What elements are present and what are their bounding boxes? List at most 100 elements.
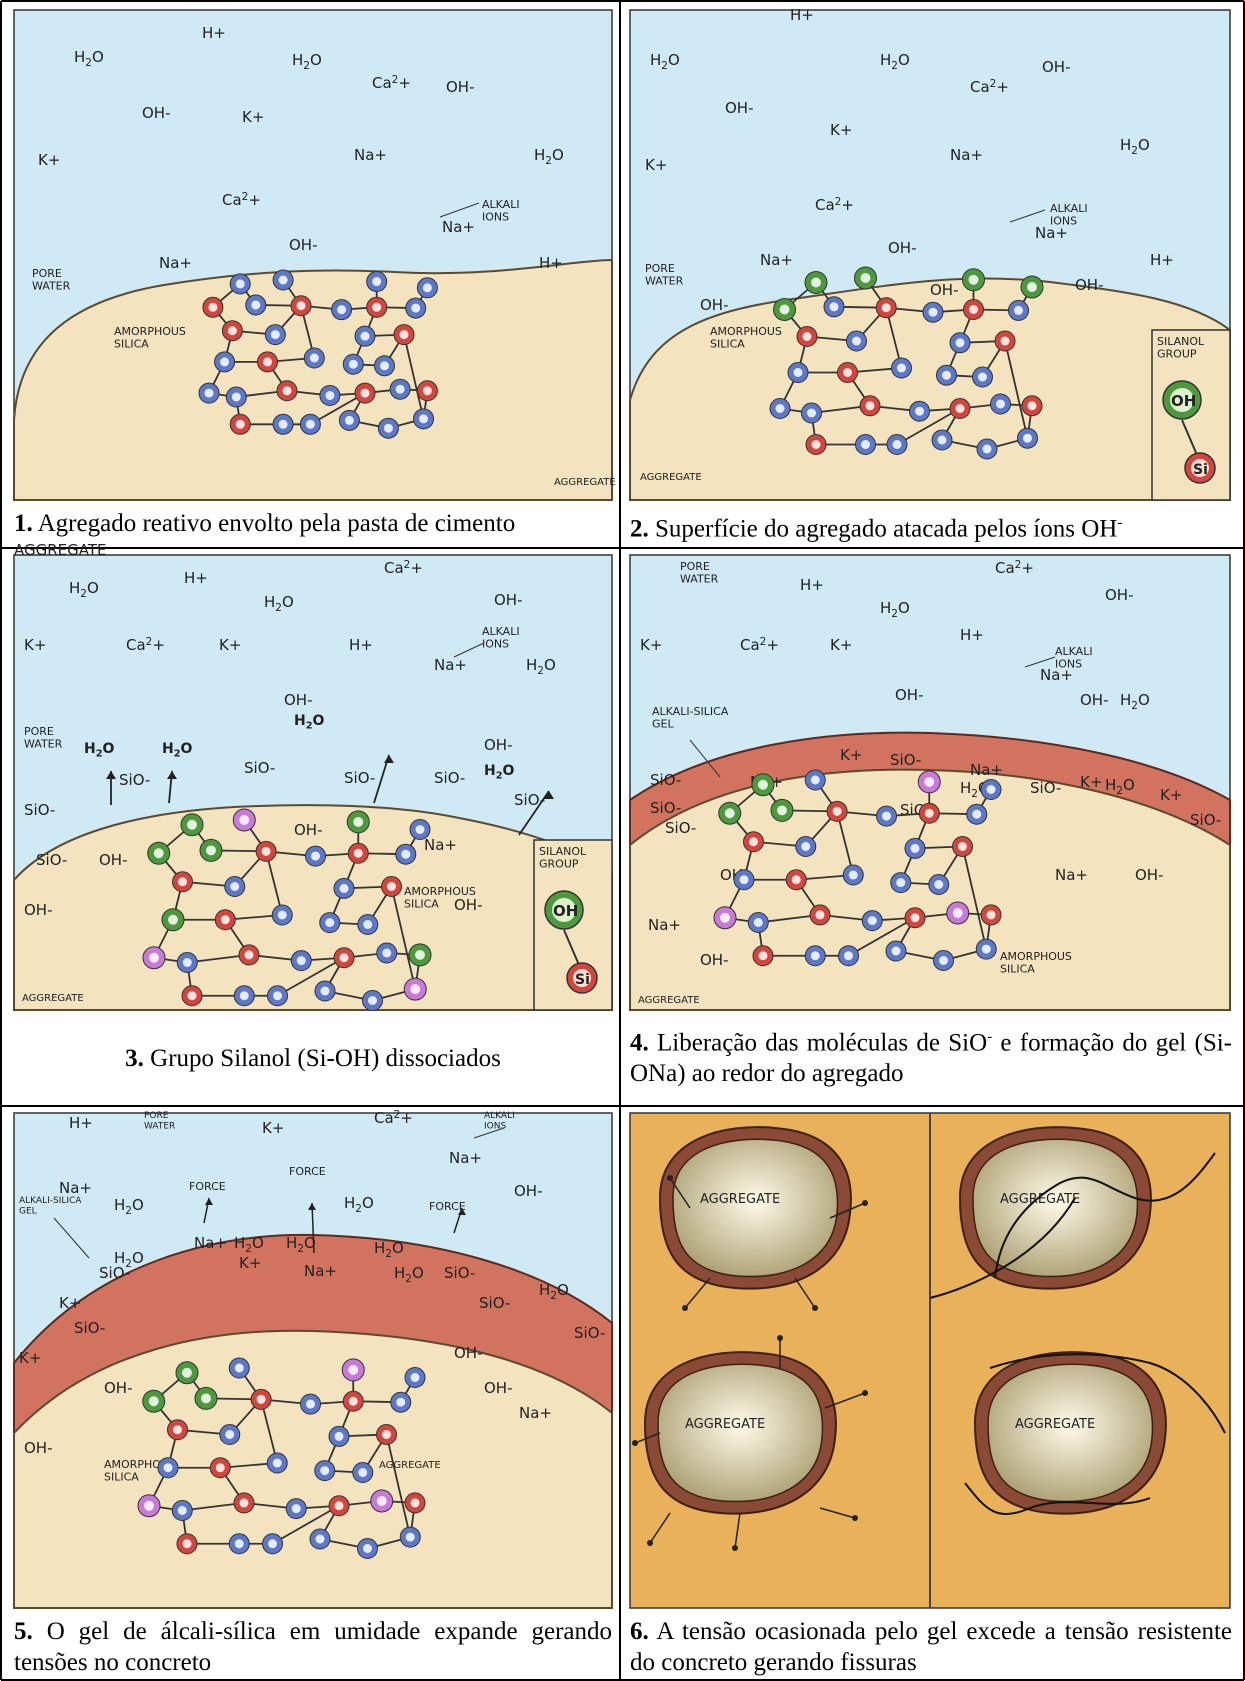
hydroxyl-group [200, 839, 222, 861]
hydroxyl-group [347, 811, 369, 833]
sodium-ion [404, 978, 426, 1000]
silicon-atom [744, 832, 764, 852]
ion-label: H+ [1150, 251, 1174, 269]
sodium-ion [918, 771, 940, 793]
ion-label: K+ [59, 1294, 81, 1312]
arrow-head [732, 1545, 738, 1551]
silicon-atom [797, 327, 817, 347]
ion-label: H+ [184, 569, 208, 587]
oxygen-atom [215, 352, 235, 372]
caption-text: O gel de álcali-sílica em umidade expand… [14, 1618, 612, 1676]
silicon-atom [405, 1493, 425, 1513]
ion-label: AGGREGATE [14, 541, 107, 559]
caption-number: 1. [14, 510, 33, 537]
silicon-atom [251, 1389, 271, 1409]
silicon-atom [355, 383, 375, 403]
oxygen-atom [967, 804, 987, 824]
ion-label: K+ [242, 108, 264, 126]
ion-label: H+ [539, 254, 563, 272]
oxygen-atom [291, 951, 311, 971]
oxygen-atom [417, 278, 437, 298]
silicon-atom [964, 300, 984, 320]
oxygen-atom [934, 951, 954, 971]
hydroxyl-group [195, 1387, 217, 1409]
oxygen-atom [905, 838, 925, 858]
oxygen-atom [1009, 300, 1029, 320]
ion-label: K+ [239, 1254, 261, 1272]
arrow-head [812, 1305, 818, 1311]
aggregate-core [658, 1364, 822, 1501]
ion-label: K+ [830, 121, 852, 139]
ion-label: Na+ [354, 146, 387, 164]
oxygen-atom [910, 401, 930, 421]
oxygen-atom [405, 1368, 425, 1388]
oxygen-atom [937, 365, 957, 385]
ion-label: Na+ [970, 761, 1003, 779]
hydroxyl-group [855, 267, 877, 289]
silicon-atom [329, 1496, 349, 1516]
oxygen-atom [805, 770, 825, 790]
ion-label: Na+ [950, 146, 983, 164]
ion-label: OH- [484, 736, 513, 754]
ion-label: K+ [38, 151, 60, 169]
oxygen-atom [273, 414, 293, 434]
oxygen-atom [410, 820, 430, 840]
oxygen-atom [770, 399, 790, 419]
silicon-atom [291, 296, 311, 316]
panel-4: POREWATERH+H2OCa2+OH-K+Ca2+K+H+ALKALIION… [630, 555, 1230, 1010]
oxygen-atom [229, 1534, 249, 1554]
oxygen-atom [748, 913, 768, 933]
hydroxyl-group [1021, 276, 1043, 298]
ion-label: OH- [446, 78, 475, 96]
caption-number: 4. [630, 1029, 649, 1056]
oxygen-atom [976, 939, 996, 959]
oxygen-atom [367, 272, 387, 292]
ion-label: OH- [930, 281, 959, 299]
aggregate-particle: AGGREGATE [960, 1127, 1151, 1289]
silicon-atom [256, 841, 276, 861]
oxygen-atom [406, 298, 426, 318]
ion-label: K+ [1080, 773, 1102, 791]
oxygen-atom [177, 953, 197, 973]
oxygen-atom [246, 295, 266, 315]
arrow-head [862, 1200, 868, 1206]
ion-label: SiO- [434, 769, 465, 787]
ion-label: SiO- [244, 759, 275, 777]
caption-1: 1. Agregado reativo envolto pela pasta d… [14, 508, 612, 539]
silicon-atom [215, 910, 235, 930]
caption-number: 6. [630, 1618, 649, 1645]
ion-label: Ca2+ [970, 78, 1009, 96]
oxygen-atom [225, 877, 245, 897]
hydroxyl-group [162, 909, 184, 931]
oxygen-atom [300, 414, 320, 434]
oxygen-atom [856, 435, 876, 455]
silicon-atom [367, 297, 387, 317]
ion-label: SiO- [344, 769, 375, 787]
silicon-atom [860, 396, 880, 416]
caption-text: Grupo Silanol (Si-OH) dissociados [150, 1045, 501, 1072]
silicon-atom [905, 908, 925, 928]
ion-label: OH- [1080, 691, 1109, 709]
arrow-head [852, 1515, 858, 1521]
oxygen-atom [923, 302, 943, 322]
caption-number: 3. [125, 1045, 144, 1072]
ion-label: Na+ [159, 254, 192, 272]
ion-label: K+ [830, 636, 852, 654]
oxygen-atom [977, 439, 997, 459]
silicon-atom [348, 843, 368, 863]
silicon-atom [168, 1420, 188, 1440]
oxygen-atom [272, 905, 292, 925]
oxygen-atom [400, 1527, 420, 1547]
ion-label: Ca2+ [372, 74, 411, 92]
ion-label: SiO- [36, 851, 67, 869]
ion-label: H+ [800, 576, 824, 594]
ion-label: Na+ [194, 1234, 227, 1252]
ion-label: Ca2+ [815, 196, 854, 214]
sodium-ion [342, 1359, 364, 1381]
ion-label: Ca2+ [222, 191, 261, 209]
silicon-atom [277, 381, 297, 401]
oxygen-atom [353, 1463, 373, 1483]
ion-label: OH- [24, 1439, 53, 1457]
